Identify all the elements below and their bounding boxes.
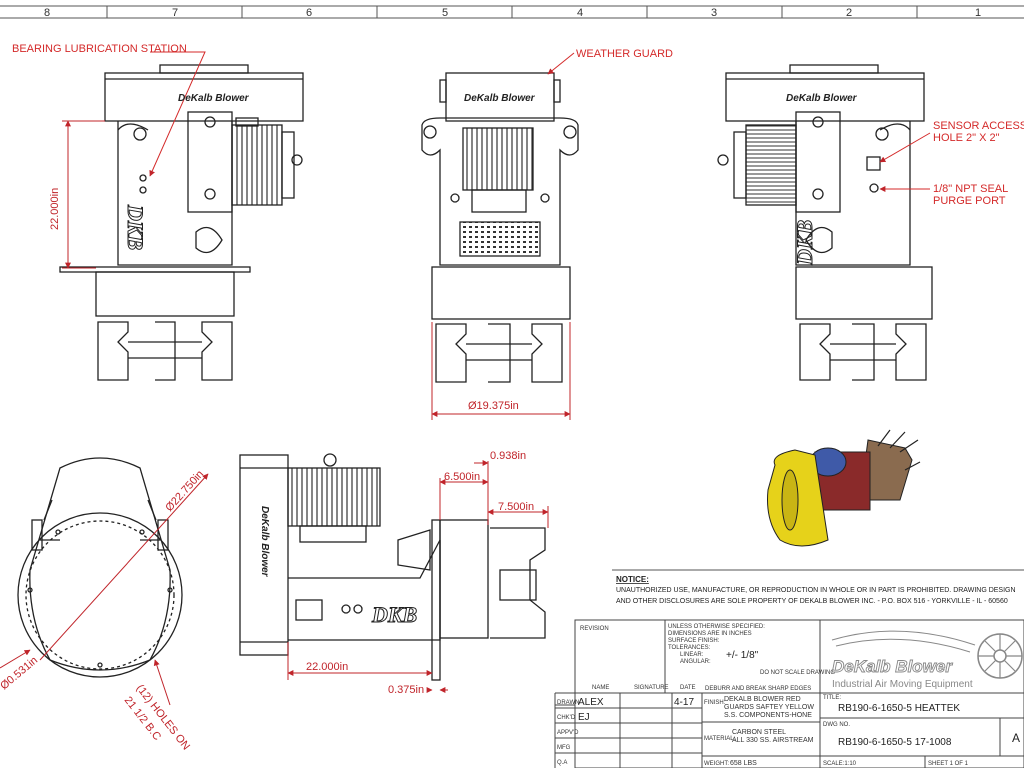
dimension-0938: 0.938in <box>490 450 526 462</box>
dimension-height: 22.000in <box>49 188 61 230</box>
dimension-6500: 6.500in <box>444 471 480 483</box>
callout-sensor-access-size: HOLE 2" X 2" <box>933 132 1000 144</box>
tb-tolerance: +/- 1/8" <box>726 650 759 661</box>
tb-spec: ANGULAR: <box>680 659 711 665</box>
callout-seal-purge: 1/8" NPT SEAL <box>933 183 1008 195</box>
zone-marker: 5 <box>442 7 448 19</box>
brand-stamp-plan: DKB <box>371 602 417 627</box>
zone-marker: 8 <box>44 7 50 19</box>
tb-mfg-label: MFG <box>557 745 571 751</box>
tb-material: ALL 330 SS. AIRSTREAM <box>732 737 814 744</box>
tb-size: A <box>1012 731 1020 745</box>
callout-weather-guard: WEATHER GUARD <box>576 48 673 60</box>
tb-dwg-no: RB190-6-1650-5 17-1008 <box>838 737 952 748</box>
brand-stamp-right: DKB <box>792 220 817 266</box>
top-view <box>17 457 183 678</box>
callout-leader <box>547 52 575 75</box>
brand-plate-plan: DeKalb Blower <box>259 506 270 578</box>
tb-weight: 658 LBS <box>730 760 757 767</box>
dimension-diameter: Ø19.375in <box>468 400 519 412</box>
tb-weight-label: WEIGHT: <box>704 761 729 767</box>
brand-stamp-left: DKB <box>123 204 148 250</box>
tb-col-date: DATE <box>680 685 696 691</box>
callout-leader <box>149 51 206 177</box>
tb-spec: LINEAR: <box>680 652 704 658</box>
tb-dwg-label: DWG NO. <box>823 722 850 728</box>
callout-seal-purge-port: PURGE PORT <box>933 195 1006 207</box>
tb-col-signature: SIGNATURE <box>634 685 669 691</box>
zone-marker: 1 <box>975 7 981 19</box>
zone-marker: 7 <box>172 7 178 19</box>
brand-plate-left: DeKalb Blower <box>178 93 250 104</box>
dimension-line <box>287 460 549 693</box>
title-block <box>554 619 1024 768</box>
zone-marker: 6 <box>306 7 312 19</box>
tb-title: RB190-6-1650-5 HEATTEK <box>838 703 960 714</box>
sheet-border <box>0 5 1024 19</box>
notice-line: UNAUTHORIZED USE, MANUFACTURE, OR REPROD… <box>616 587 1016 594</box>
callout-bearing-lubrication: BEARING LUBRICATION STATION <box>12 43 187 55</box>
tb-drawn-date: 4-17 <box>674 697 694 708</box>
brand-plate-front: DeKalb Blower <box>464 93 536 104</box>
dimension-7500: 7.500in <box>498 501 534 513</box>
tb-no-scale: DO NOT SCALE DRAWING <box>760 670 835 676</box>
tb-finish: DEKALB BLOWER RED <box>724 696 801 703</box>
tb-spec: TOLERANCES: <box>668 645 711 651</box>
left-side-view <box>59 64 304 381</box>
tb-finish-label: FINISH: <box>704 700 726 706</box>
tb-scale: SCALE:1:10 <box>823 761 857 767</box>
tb-revision-label: REVISION <box>580 626 609 632</box>
tb-spec: DIMENSIONS ARE IN INCHES <box>668 631 752 637</box>
dimension-flange-diameter: Ø22.750in <box>163 468 206 514</box>
company-logo <box>831 630 1023 679</box>
dimension-22000: 22.000in <box>306 661 348 673</box>
callout-sensor-access: SENSOR ACCESS <box>933 120 1024 132</box>
tb-qa-label: Q.A <box>557 760 567 766</box>
tb-drawn-label: DRAWN <box>557 700 579 706</box>
brand-plate-right: DeKalb Blower <box>786 93 858 104</box>
tb-sheet: SHEET 1 OF 1 <box>928 761 969 767</box>
tb-chkd-label: CHK'D <box>557 715 576 721</box>
tb-spec: UNLESS OTHERWISE SPECIFIED: <box>668 624 765 630</box>
dimension-0375: 0.375in <box>388 684 424 696</box>
plan-view <box>239 453 546 681</box>
right-side-view <box>717 64 933 381</box>
tb-material-label: MATERIAL: <box>704 736 736 742</box>
tb-drawn-name: ALEX <box>578 697 604 708</box>
tb-finish: S.S. COMPONENTS-HONE <box>724 712 812 719</box>
dimension-line <box>0 473 209 706</box>
tb-title-label: TITLE: <box>823 695 841 701</box>
tb-spec: SURFACE FINISH: <box>668 638 720 644</box>
company-tagline: Industrial Air Moving Equipment <box>832 679 973 690</box>
zone-marker: 2 <box>846 7 852 19</box>
isometric-view <box>767 429 921 547</box>
tb-finish: GUARDS SAFTEY YELLOW <box>724 704 814 711</box>
company-logo-text: DeKalb Blower <box>832 657 953 676</box>
zone-marker: 4 <box>577 7 583 19</box>
notice-heading: NOTICE: <box>616 575 649 584</box>
tb-chkd-name: EJ <box>578 712 590 723</box>
front-view <box>421 72 579 383</box>
dimension-hole-diameter: Ø0.531in <box>0 654 40 692</box>
dimension-line <box>431 322 571 420</box>
dimension-line <box>62 120 105 269</box>
callout-leader <box>879 132 931 192</box>
notice-line: AND OTHER DISCLOSURES ARE SOLE PROPERTY … <box>616 598 1008 605</box>
tb-col-name: NAME <box>592 685 609 691</box>
tb-material: CARBON STEEL <box>732 729 786 736</box>
zone-marker: 3 <box>711 7 717 19</box>
tb-apprvd-label: APPV'D <box>557 730 579 736</box>
tb-deburr: DEBURR AND BREAK SHARP EDGES <box>705 686 811 692</box>
